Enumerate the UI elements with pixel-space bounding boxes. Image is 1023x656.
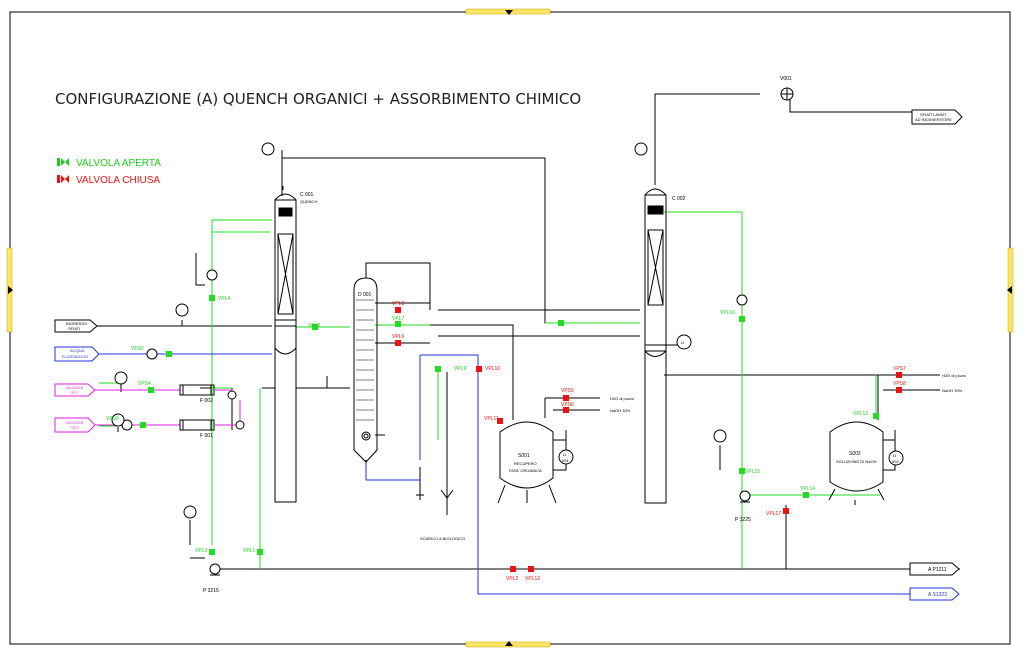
h2o-label-1: H2O di pozzo [610, 396, 635, 401]
svg-text:AD INCENERITORE: AD INCENERITORE [915, 117, 952, 122]
naoh-label-2: NaOH 30% [942, 388, 963, 393]
pump-c002-recirc [736, 294, 748, 306]
p3215-label: P 3215 [203, 588, 219, 594]
valve-vps8: VPS8 [893, 381, 906, 387]
exchanger-f002 [179, 384, 215, 396]
valve-vpl8: VPL8 [392, 301, 404, 307]
stream-tag-acqua: ACQUA FLUSSAGGIO [54, 346, 100, 362]
s002-level-instrument: LI 002 [888, 450, 904, 466]
s001-label: S001 [518, 453, 530, 459]
column-c002 [644, 188, 667, 504]
stream-tag-ingresso: INGRESSO SFIATI [54, 319, 98, 333]
valve-vpl17: VPL17 [766, 511, 781, 517]
svg-text:LI: LI [563, 452, 566, 457]
valve-vps2: VPS2 [131, 346, 144, 352]
valve-vpl13: VPL13 [853, 411, 868, 417]
s002-sublabel: SOLUZIONE DI NaOH [836, 459, 877, 464]
legend-open-icon [57, 158, 69, 166]
svg-text:SFIATI LAVATI: SFIATI LAVATI [920, 112, 946, 117]
valve-vpl12: VPL12 [525, 576, 540, 582]
valve-vpl11: VPL11 [484, 416, 499, 422]
svg-text:LI: LI [681, 340, 684, 345]
h2o-label-2: H2O di pozzo [942, 373, 967, 378]
valve-vps6: VPS6 [561, 402, 574, 408]
stream-tag-glicole-1: GLICOLE -5°C [54, 383, 96, 397]
stream-tag-p1211: A P1211 [909, 562, 960, 576]
legend-open: VALVOLA APERTA [76, 158, 161, 169]
svg-text:002: 002 [892, 459, 899, 464]
valve-vpl9: VPL9 [454, 366, 466, 372]
svg-text:FLUSSAGGIO: FLUSSAGGIO [62, 354, 88, 359]
svg-text:INGRESSO: INGRESSO [66, 321, 87, 326]
vessel-d001 [353, 277, 378, 463]
s001-sublabel2: FASE ORGANICA [509, 468, 542, 473]
green-piping [99, 211, 880, 569]
valve-vps5: VPS5 [561, 388, 574, 394]
valve-vpl3: VPL3 [195, 548, 207, 554]
pump-p3215 [209, 563, 221, 576]
pump-c001-recirc [206, 269, 218, 281]
s001-sublabel1: RECUPERO [514, 461, 537, 466]
c001-sublabel: QUENCH [300, 199, 317, 204]
valve-vps3: VPS3 [106, 416, 119, 422]
legend-closed: VALVOLA CHIUSA [76, 175, 160, 186]
svg-text:A P1211: A P1211 [928, 567, 947, 573]
stream-tag-glicole-2: GLICOLE +5°C [54, 417, 96, 433]
s002-label: S002 [849, 451, 861, 457]
svg-text:GLICOLE: GLICOLE [66, 420, 84, 425]
s001-level-instrument: LI 001 [558, 449, 574, 465]
valve-vpl14: VPL14 [800, 486, 815, 492]
v001-label: V001 [780, 76, 792, 82]
valves-red [395, 307, 902, 572]
svg-text:001: 001 [562, 458, 569, 463]
valve-vpl1: VPL1 [243, 548, 255, 554]
naoh-label-1: NaOH 30% [610, 408, 631, 413]
valve-vps7: VPS7 [893, 366, 906, 372]
c002-label: C 002 [672, 196, 686, 202]
svg-text:SFIATI: SFIATI [68, 326, 80, 331]
svg-text:A S1223: A S1223 [928, 592, 947, 598]
svg-text:GLICOLE: GLICOLE [66, 385, 84, 390]
exchanger-f001 [179, 419, 215, 431]
valve-vpl4: VPL4 [218, 296, 230, 302]
valve-vps4: VPS4 [138, 381, 151, 387]
valve-vpl6: VPL6 [392, 334, 404, 340]
p3225-label: P 3225 [735, 517, 751, 523]
pump-water [146, 348, 158, 360]
svg-text:ACQUA: ACQUA [70, 348, 85, 353]
diagram-title: CONFIGURAZIONE (A) QUENCH ORGANICI + ASS… [55, 90, 581, 108]
scarico-funnel-icon [440, 489, 454, 499]
blower-v001 [780, 87, 794, 101]
valve-vpl7: VPL7 [392, 316, 404, 322]
stream-tag-s1223: A S1223 [909, 587, 960, 601]
valve-vpl15: VPL15 [745, 469, 760, 475]
valves-green [140, 295, 879, 555]
valve-vpl5: VPL5 [308, 323, 320, 329]
f002-label: F 002 [200, 398, 213, 404]
valve-vpl16: VPL16 [720, 310, 735, 316]
f001-label: F 001 [200, 433, 213, 439]
svg-text:-5°C: -5°C [70, 390, 78, 395]
d001-label: D 001 [358, 292, 372, 298]
column-c001 [274, 186, 297, 503]
valve-vpl10: VPL10 [485, 366, 500, 372]
pump-p3225 [739, 490, 751, 503]
svg-text:+5°C: +5°C [70, 425, 79, 430]
valve-vpl2: VPL2 [506, 576, 518, 582]
legend-closed-icon [57, 175, 69, 183]
stream-tag-sfiati-lavati: SFIATI LAVATI AD INCENERITORE [911, 109, 963, 125]
c002-level-instrument: LI [676, 334, 692, 350]
blue-piping [99, 353, 945, 595]
svg-text:LI: LI [893, 453, 896, 458]
c001-label: C 001 [300, 192, 314, 198]
scarico-label: SCARICO A BIOLOGICO [420, 536, 465, 541]
instrument-bubbles [111, 142, 727, 519]
